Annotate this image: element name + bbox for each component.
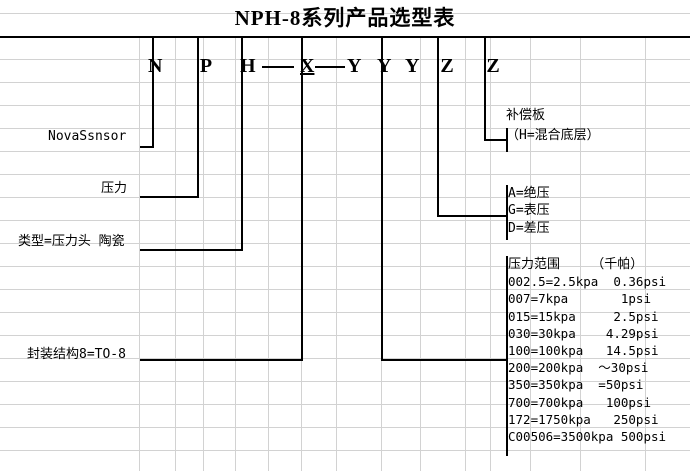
pressure-range-row: 172=1750kpa 250psi — [508, 411, 659, 427]
pressure-type-absolute: A=绝压 — [508, 186, 550, 201]
compensation-board-group: 补偿板 （H=混合底层） — [506, 106, 600, 146]
compensation-note: （H=混合底层） — [506, 128, 600, 143]
leader-z1-horizontal — [437, 215, 508, 217]
grid-row-line — [0, 82, 690, 83]
grid-col-line — [203, 36, 204, 471]
grid-row-line — [0, 59, 690, 60]
leader-z2-vertical — [484, 36, 486, 141]
grid-col-line — [465, 36, 466, 471]
compensation-title: 补偿板 — [506, 108, 546, 123]
pressure-range-row: 030=30kpa 4.29psi — [508, 325, 659, 341]
grid-row-line — [0, 243, 690, 244]
pressure-range-rule — [506, 256, 508, 456]
pressure-range-row: 002.5=2.5kpa 0.36psi — [508, 274, 667, 290]
title-underline — [0, 36, 690, 38]
label-pressure: 压力 — [101, 181, 128, 196]
pressure-range-row: 007=7kpa 1psi — [508, 291, 651, 307]
leader-z1-vertical — [437, 36, 439, 217]
pressure-range-row: 100=100kpa 14.5psi — [508, 342, 659, 358]
compensation-rule — [506, 128, 508, 152]
leader-z2-horizontal — [484, 139, 508, 141]
grid-row-line — [0, 266, 690, 267]
label-type: 类型=压力头 陶瓷 — [18, 234, 125, 249]
pressure-type-differential: D=差压 — [508, 220, 550, 236]
code-letter-4: Y — [347, 55, 362, 77]
grid-col-line — [530, 36, 531, 471]
grid-col-line — [490, 36, 491, 471]
grid-row-line — [0, 427, 690, 428]
grid-row-line — [0, 404, 690, 405]
grid-col-line — [420, 36, 421, 471]
pressure-range-row: 350=350kpa =50psi — [508, 377, 644, 393]
grid-row-line — [0, 450, 690, 451]
pressure-type-gauge: G=表压 — [508, 203, 550, 219]
label-novasensor: NovaSsnsor — [48, 129, 127, 144]
leader-x-vertical — [301, 36, 303, 361]
leader-x-horizontal — [140, 359, 303, 361]
pressure-type-rule — [506, 185, 508, 240]
grid-row-line — [0, 151, 690, 152]
code-letter-3: X — [300, 55, 315, 77]
grid-row-line — [0, 358, 690, 359]
grid-col-line — [235, 36, 236, 471]
leader-h-horizontal — [140, 249, 243, 251]
code-letter-5: Y — [377, 55, 392, 77]
grid-row-line — [0, 105, 690, 106]
grid-col-line — [645, 36, 646, 471]
grid-row-line — [0, 128, 690, 129]
leader-p-vertical — [197, 36, 199, 197]
code-letter-1: P — [199, 55, 213, 77]
grid-row-line — [0, 220, 690, 221]
page-title: NPH-8系列产品选型表 — [234, 6, 456, 30]
grid-row-line — [0, 335, 690, 336]
leader-y-vertical — [381, 36, 383, 361]
code-letter-2: H — [240, 55, 256, 77]
code-letter-8: Z — [486, 55, 500, 77]
leader-y-horizontal — [381, 359, 508, 361]
grid-row-line — [0, 174, 690, 175]
grid-col-line — [268, 36, 269, 471]
label-package: 封装结构8=TO-8 — [27, 347, 126, 362]
grid-col-line — [336, 36, 337, 471]
code-separator-1 — [315, 66, 345, 68]
grid-row-line — [0, 13, 690, 14]
leader-n-vertical — [152, 36, 154, 147]
leader-h-vertical — [241, 36, 243, 250]
code-letter-7: Z — [440, 55, 454, 77]
pressure-range-row: 200=200kpa ～30psi — [508, 360, 649, 376]
grid-row-line — [0, 289, 690, 290]
leader-n-horizontal — [140, 146, 154, 148]
code-separator-0 — [262, 66, 294, 68]
grid-row-line — [0, 312, 690, 313]
pressure-range-header: 压力范围 （千帕） — [508, 257, 644, 272]
grid-col-line — [175, 36, 176, 471]
pressure-range-row: 015=15kpa 2.5psi — [508, 308, 659, 324]
grid-row-line — [0, 197, 690, 198]
grid-col-line — [580, 36, 581, 471]
grid-col-line — [139, 36, 140, 471]
code-letter-6: Y — [405, 55, 420, 77]
leader-p-horizontal — [140, 196, 199, 198]
grid-row-line — [0, 381, 690, 382]
pressure-type-group: A=绝压 G=表压 D=差压 — [508, 185, 550, 237]
code-letter-0: N — [148, 55, 163, 77]
pressure-range-row: C00506=3500kpa 500psi — [508, 428, 667, 444]
pressure-range-row: 700=700kpa 100psi — [508, 394, 651, 410]
